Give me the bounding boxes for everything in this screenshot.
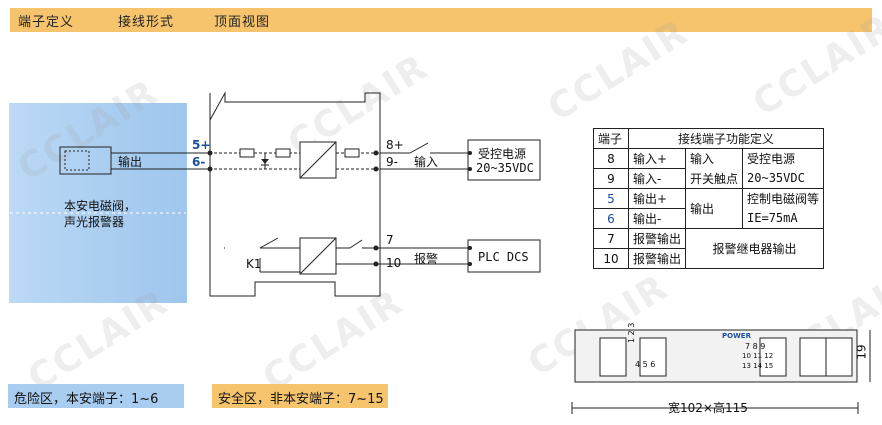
terminal-number: 9 [593, 168, 629, 189]
field-device-line1: 本安电磁阀， [64, 199, 137, 213]
terminal-function: 报警输出 [627, 228, 687, 249]
mid-terminals-top: 7 8 9 [745, 342, 766, 351]
terminal-function: 输出+ [627, 188, 687, 209]
table-row: 8 输入+ 输入 受控电源 [593, 148, 825, 169]
terminal-group: 输入 [685, 148, 744, 169]
safe-zone-text: 安全区，非本安端子：7~15 [218, 392, 384, 407]
table-row: 5 输出+ 输出 控制电磁阀等 [593, 188, 825, 229]
header-wiring-form: 接线形式 [118, 15, 175, 30]
relay-label: K1 [246, 257, 262, 271]
section-header: 端子定义 接线形式 顶面视图 [10, 8, 872, 32]
field-device-line2: 声光报警器 [64, 215, 125, 229]
terminal-number: 5 [593, 188, 629, 209]
terminal-10-label: 10 [386, 256, 402, 270]
source-box-line1: 受控电源 [478, 147, 527, 161]
terminal-group: 输出 [685, 188, 744, 229]
terminal-function: 输入+ [627, 148, 687, 169]
mid-terminals-bottom: 10 11 12 [742, 352, 774, 360]
table-row: 6 输出- IE=75mA [593, 208, 825, 229]
hazard-zone-legend: 危险区，本安端子：1~6 [8, 384, 184, 408]
input-label: 输入 [414, 155, 439, 169]
header-terminal-definition: 端子定义 [18, 15, 75, 30]
table-row: 7 报警输出 报警继电器输出 [593, 228, 825, 269]
terminal-function-table: 端子 接线端子功能定义 8 输入+ 输入 受控电源 9 输入- 开关触点 20~… [593, 128, 825, 269]
terminal-function: 报警输出 [627, 248, 687, 269]
terminal-description: 控制电磁阀等 [742, 188, 825, 209]
dimension-label: 宽102×高115 [668, 401, 748, 415]
terminal-8-label: 8+ [386, 138, 404, 152]
terminal-description: 受控电源 [742, 148, 825, 169]
terminal-function: 输出- [627, 208, 687, 229]
terminal-description: 20~35VDC [742, 168, 825, 189]
terminal-description: IE=75mA [742, 208, 825, 229]
terminal-group: 报警继电器输出 [685, 228, 825, 269]
field-output-label: 输出 [118, 155, 143, 169]
mid-terminals-bottom2: 13 14 15 [742, 362, 774, 370]
terminal-group: 开关触点 [685, 168, 744, 189]
left-terminals-top: 1 2 3 [627, 322, 636, 343]
safe-zone-legend: 安全区，非本安端子：7~15 [212, 384, 388, 408]
hazard-zone-text: 危险区，本安端子：1~6 [14, 392, 159, 407]
power-label: POWER [722, 332, 751, 340]
alarm-label: 报警 [414, 252, 439, 266]
terminal-7-label: 7 [386, 233, 394, 247]
left-terminals-bottom: 4 5 6 [635, 360, 656, 369]
table-row: 10 报警输出 [593, 248, 824, 269]
terminal-number: 6 [593, 208, 629, 229]
terminal-function: 输入- [627, 168, 687, 189]
terminal-6-label: 6- [192, 155, 206, 169]
plc-box-label: PLC DCS [478, 250, 529, 264]
terminal-9-label: 9- [386, 155, 398, 169]
height-label: 19 [854, 344, 869, 360]
table-row: 9 输入- 开关触点 20~35VDC [593, 168, 825, 189]
terminal-5-label: 5+ [192, 138, 211, 152]
hazard-zone [9, 103, 187, 303]
table-header-function: 接线端子功能定义 [627, 128, 825, 149]
terminal-number: 10 [593, 248, 629, 269]
table-header-terminal: 端子 [593, 128, 629, 149]
terminal-number: 7 [593, 228, 629, 249]
terminal-number: 8 [593, 148, 629, 169]
header-top-view: 顶面视图 [214, 15, 271, 30]
source-box-line2: 20~35VDC [476, 161, 534, 175]
